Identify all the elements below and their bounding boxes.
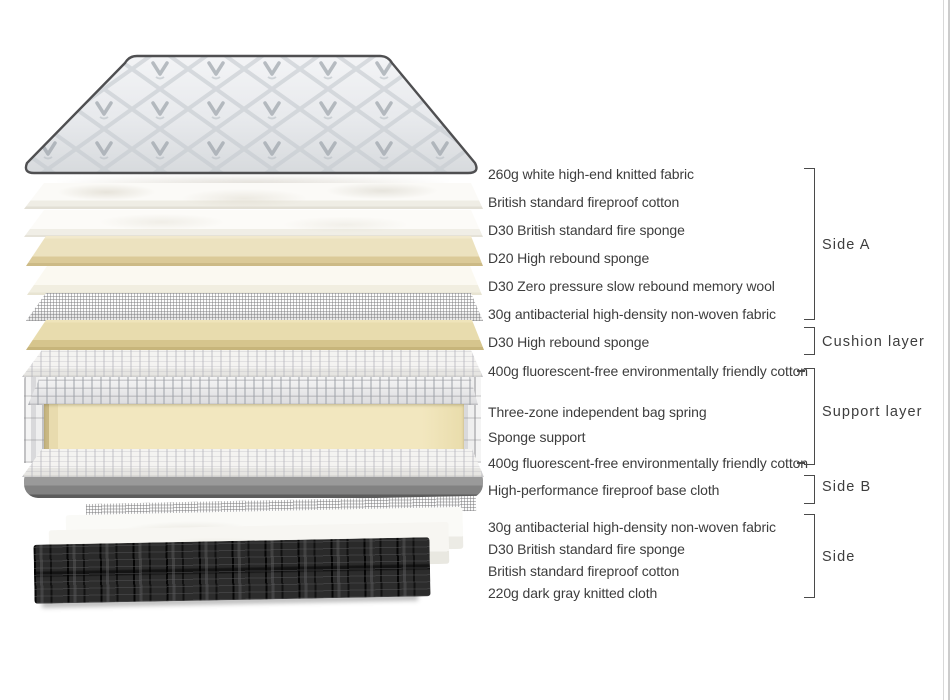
group-label-cushion-layer: Cushion layer [822,334,925,350]
layer-label: 400g fluorescent-free environmentally fr… [488,363,808,379]
side-layer-graphic-dark-knitted-cloth [33,537,431,604]
layer-graphic-non-woven-mesh [26,293,483,321]
page-edge-line [948,0,950,700]
label-connector-dash [797,370,805,372]
layer-label: British standard fireproof cotton [488,563,680,579]
group-label-support-layer: Support layer [822,404,923,420]
layer-graphic-d30-rebound-sponge [26,320,484,350]
layer-label: British standard fireproof cotton [488,194,680,210]
layer-label: D30 High rebound sponge [488,334,650,350]
layer-label: Sponge support [488,429,586,445]
group-label-side-b: Side B [822,479,872,495]
group-bracket-side [804,514,815,598]
layer-graphic-400g-cotton-top [22,350,483,377]
layer-graphic-fire-sponge [24,210,483,237]
group-label-side-a: Side A [822,237,871,253]
layer-label: 30g antibacterial high-density non-woven… [488,306,776,322]
page-edge-line [943,0,944,700]
group-bracket-side-a [804,168,815,320]
group-bracket-side-b [804,475,815,504]
group-bracket-support-layer [804,368,815,465]
layer-graphic-knitted-top-fabric [24,54,478,175]
layer-label: 220g dark gray knitted cloth [488,585,658,601]
layer-graphic-400g-cotton-bottom [22,449,484,477]
layer-label: D30 British standard fire sponge [488,222,685,238]
layer-graphic-d20-rebound-sponge [26,236,483,266]
layer-graphic-memory-wool [27,266,482,295]
layer-label: D30 Zero pressure slow rebound memory wo… [488,278,775,294]
layer-label: D20 High rebound sponge [488,250,650,266]
layer-graphic-sponge-support [44,404,464,453]
layer-graphic-fireproof-cotton [24,183,483,209]
layer-label: D30 British standard fire sponge [488,541,685,557]
layer-label: Three-zone independent bag spring [488,404,707,420]
layer-graphic-pocket-spring-top-face [28,372,478,405]
label-connector-dash [797,462,805,464]
layer-label: High-performance fireproof base cloth [488,482,720,498]
group-bracket-cushion-layer [804,327,815,355]
layer-label: 400g fluorescent-free environmentally fr… [488,455,808,471]
layer-label: 30g antibacterial high-density non-woven… [488,519,776,535]
group-label-side: Side [822,549,856,565]
layer-label: 260g white high-end knitted fabric [488,166,694,182]
